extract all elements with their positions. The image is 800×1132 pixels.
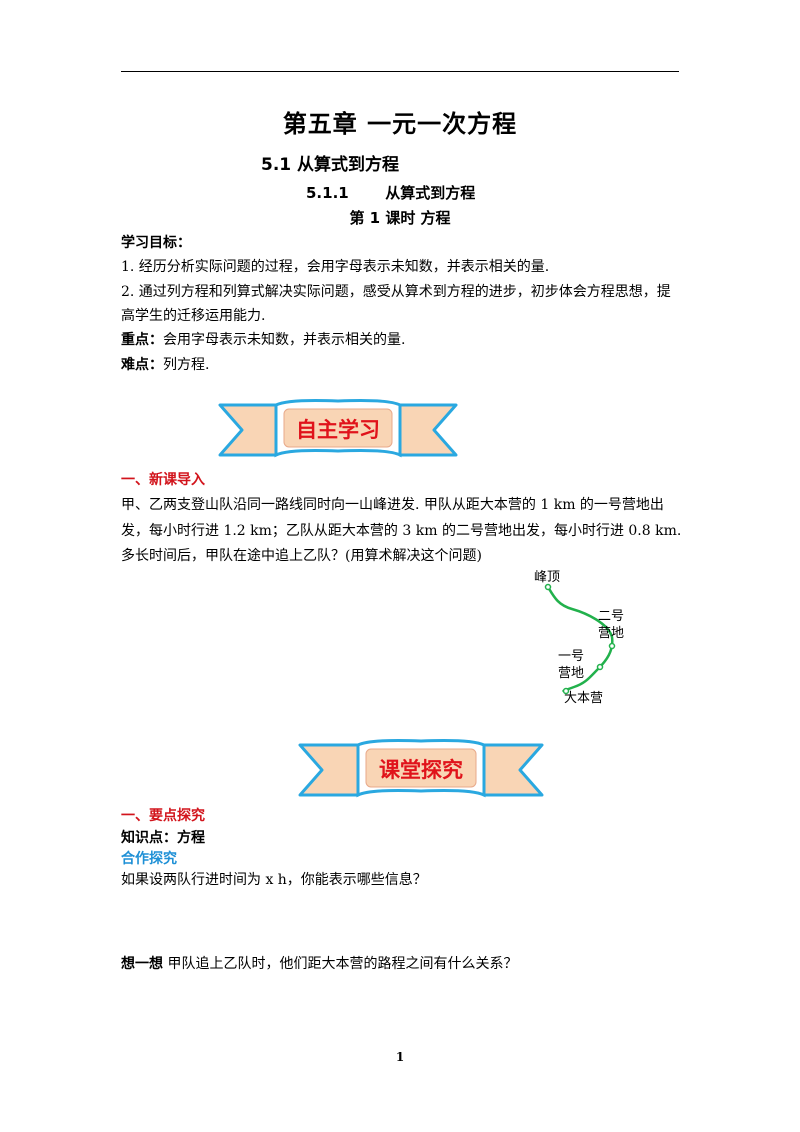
key-point-label: 重点：: [121, 332, 163, 348]
goals-heading: 学习目标：: [121, 235, 191, 251]
camp1-label-line1: 一号: [558, 649, 584, 664]
key-point-text: 会用字母表示未知数，并表示相关的量.: [163, 332, 406, 348]
think-text: 甲队追上乙队时，他们距大本营的路程之间有什么关系？: [163, 956, 518, 972]
banner-self-study: 自主学习: [218, 399, 458, 458]
intro-line-2: 发，每小时行进 1.2 km；乙队从距大本营的 3 km 的二号营地出发，每小时…: [121, 523, 682, 539]
camp1-label-line2: 营地: [558, 666, 584, 681]
route-map: 峰顶 二号 营地 一号 营地 大本营: [534, 570, 624, 706]
section-title: 5.1 从算式到方程: [261, 155, 400, 175]
banner-self-study-label: 自主学习: [296, 418, 380, 442]
lesson-title: 第 1 课时 方程: [349, 209, 451, 227]
banner-class-explore-label: 课堂探究: [379, 758, 463, 782]
camp2-label-line1: 二号: [598, 609, 624, 624]
intro-heading: 一、新课导入: [121, 472, 205, 488]
intro-line-1: 甲、乙两支登山队沿同一路线同时向一山峰进发. 甲队从距大本营的 1 km 的一号…: [121, 497, 664, 513]
base-label: 大本营: [564, 691, 603, 706]
base-marker: [562, 687, 570, 695]
explore-heading: 一、要点探究: [121, 808, 205, 824]
difficulty-label: 难点：: [121, 357, 163, 373]
camp2-marker: [608, 642, 616, 650]
peak-marker: [544, 583, 552, 591]
page-number: 1: [395, 1050, 405, 1064]
goal-item-2-line-2: 高学生的迁移运用能力.: [121, 308, 266, 324]
difficulty-text: 列方程.: [163, 357, 210, 373]
camp1-marker: [596, 663, 604, 671]
banner-class-explore: 课堂探究: [298, 739, 544, 798]
camp2-label-line2: 营地: [598, 626, 624, 641]
knowledge-point: 知识点：方程: [121, 830, 205, 846]
explore-question: 如果设两队行进时间为 x h，你能表示哪些信息？: [121, 872, 427, 888]
route-path: [546, 586, 614, 693]
chapter-title: 第五章 一元一次方程: [282, 110, 518, 138]
subsection-title: 5.1.1 从算式到方程: [306, 184, 476, 202]
goal-item-2-line-1: 2. 通过列方程和列算式解决实际问题，感受从算术到方程的进步，初步体会方程思想，…: [121, 284, 671, 300]
peak-label: 峰顶: [534, 570, 560, 585]
cooperate-heading: 合作探究: [121, 851, 177, 867]
top-rule: [121, 71, 679, 72]
think-label: 想一想: [121, 956, 163, 972]
key-point: 重点：会用字母表示未知数，并表示相关的量.: [121, 330, 405, 350]
goal-item-1: 1. 经历分析实际问题的过程，会用字母表示未知数，并表示相关的量.: [121, 259, 550, 275]
difficulty-point: 难点：列方程.: [121, 355, 209, 375]
think-prompt: 想一想 甲队追上乙队时，他们距大本营的路程之间有什么关系？: [121, 954, 517, 974]
intro-line-3: 多长时间后，甲队在途中追上乙队？(用算术解决这个问题): [121, 548, 482, 564]
